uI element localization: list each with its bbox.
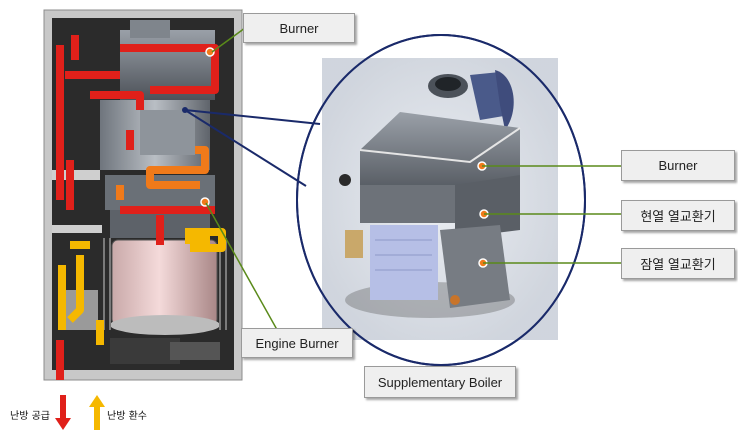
legend-arrows (55, 395, 105, 430)
supplementary-boiler-label: Supplementary Boiler (364, 366, 516, 398)
sensible-heat-exchanger-label: 현열 열교환기 (621, 200, 735, 231)
legend-return-text: 난방 환수 (107, 411, 147, 422)
leader-lines (205, 27, 622, 336)
supply-arrow (60, 395, 66, 419)
boiler-unit-cutaway (43, 9, 243, 381)
legend-supply-text: 난방 공급 (10, 411, 50, 422)
zoom-connector-lines (184, 109, 321, 187)
supplementary-boiler-zoom (296, 34, 586, 366)
burner-top-label: Burner (243, 13, 355, 43)
return-arrow (94, 406, 100, 430)
latent-heat-exchanger-label: 잠열 열교환기 (621, 248, 735, 279)
engine-burner-label: Engine Burner (241, 328, 353, 358)
burner-right-label: Burner (621, 150, 735, 181)
